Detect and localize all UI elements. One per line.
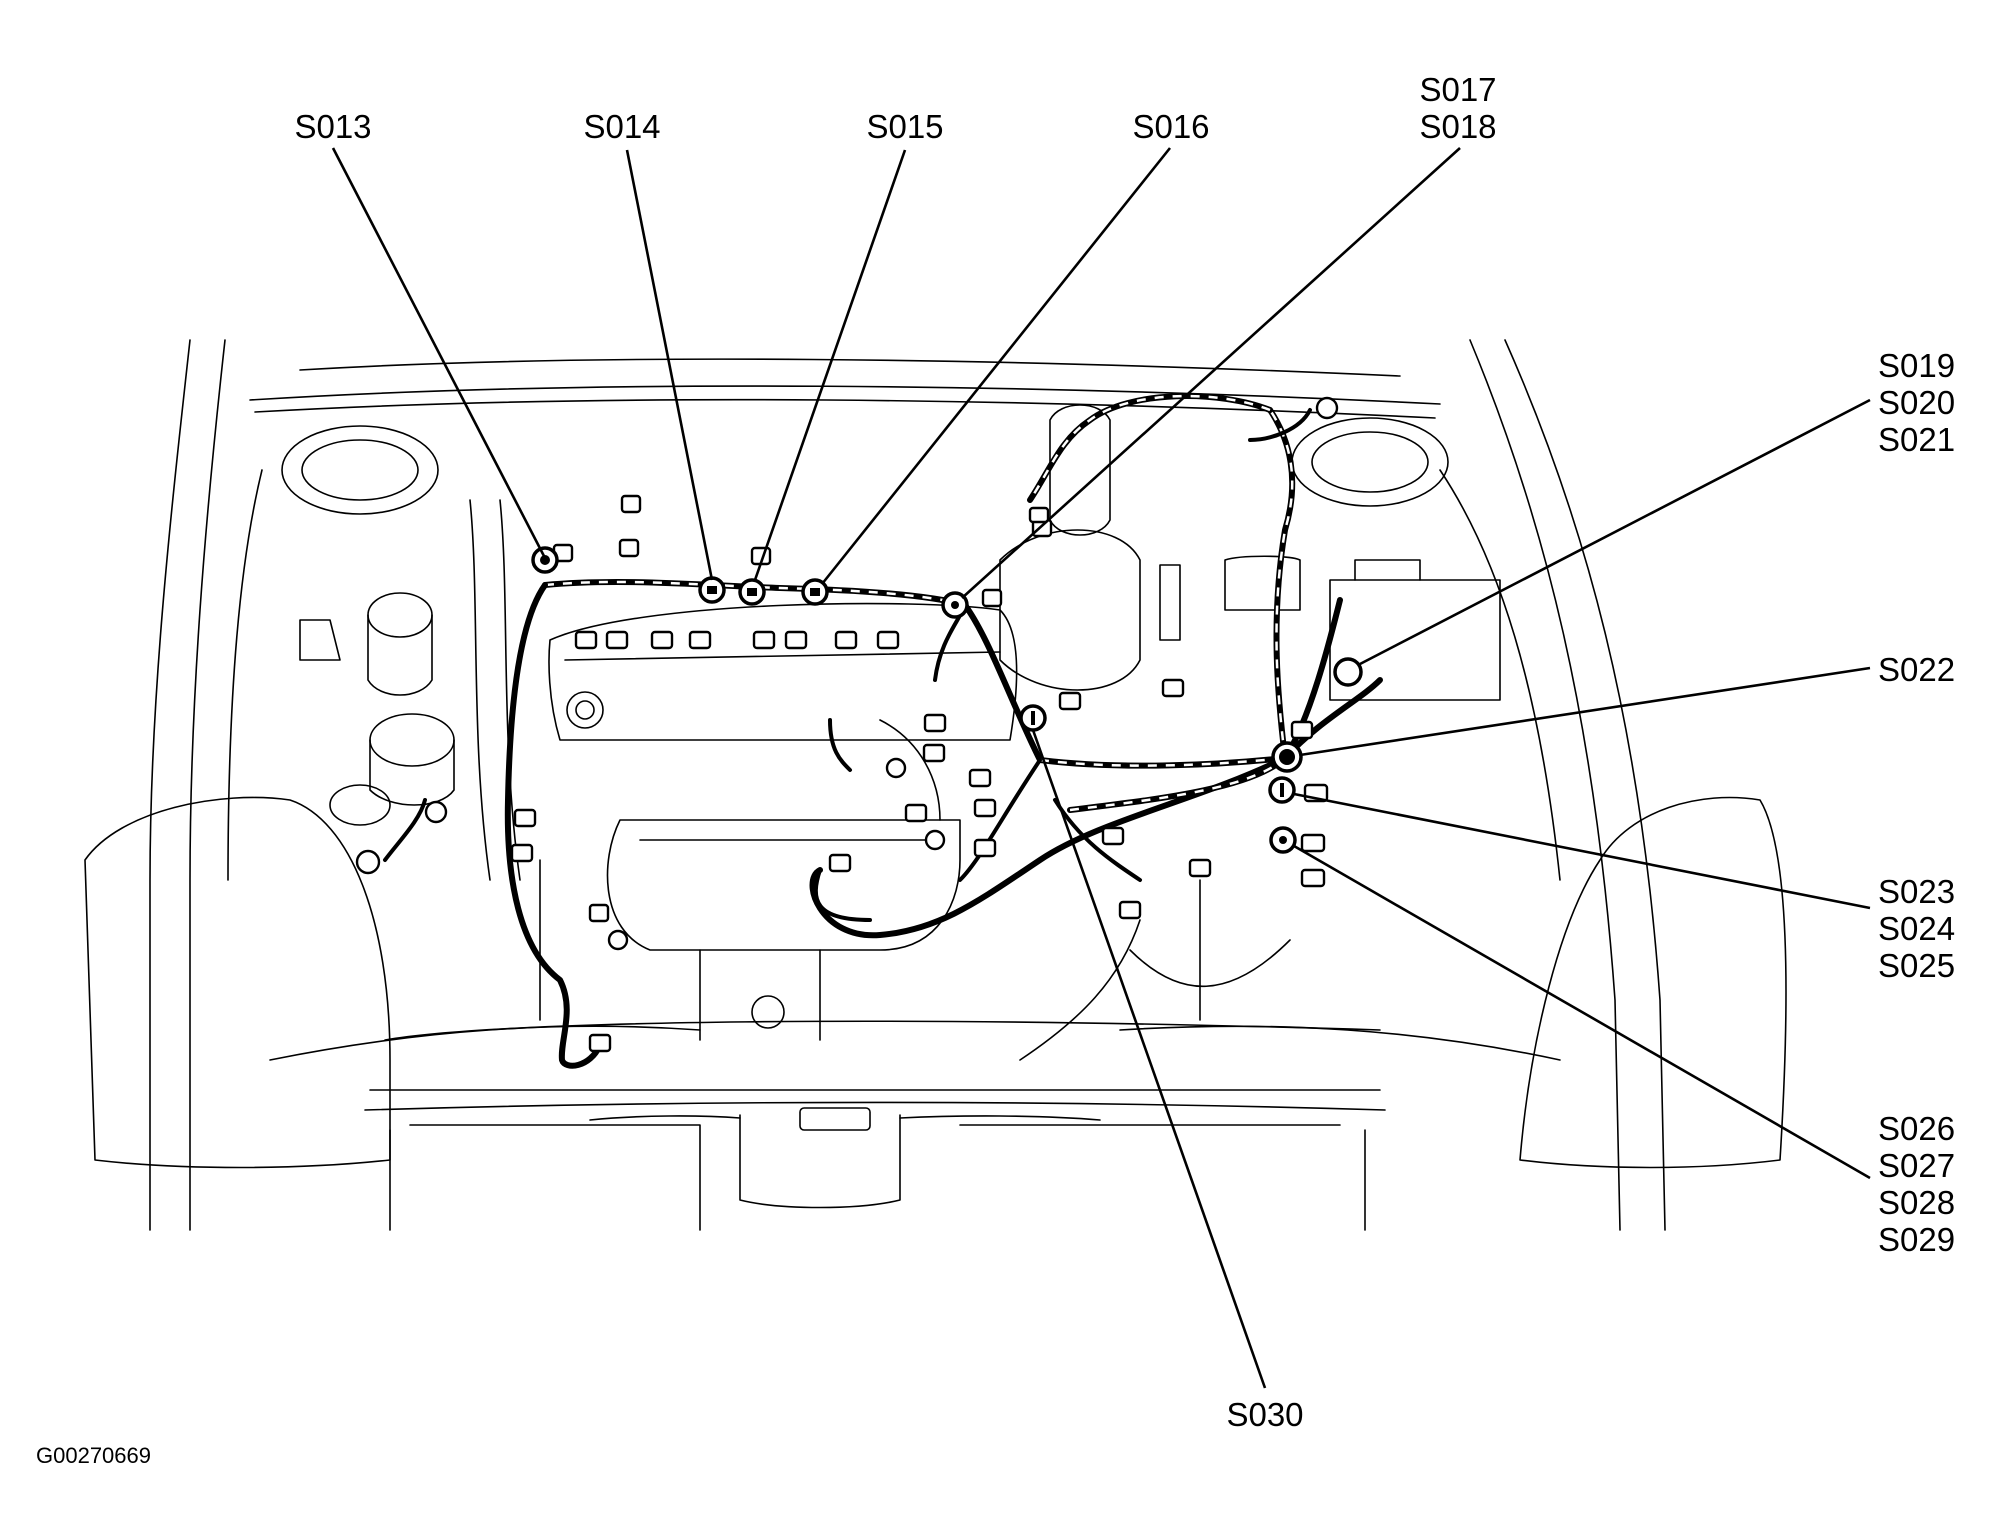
label-s014: S014 — [583, 108, 660, 145]
label-s021: S021 — [1878, 421, 1955, 458]
ground-terminal — [355, 849, 381, 875]
label-s029: S029 — [1878, 1221, 1955, 1258]
label-s013: S013 — [294, 108, 371, 145]
splice-s013 — [531, 546, 559, 574]
leader-s015 — [753, 149, 907, 581]
label-s020: S020 — [1878, 384, 1955, 421]
relay-box — [1224, 555, 1301, 611]
splice-s016 — [801, 578, 829, 606]
oil-filler-cap — [566, 691, 604, 729]
label-s026: S026 — [1878, 1110, 1955, 1147]
label-s016: S016 — [1132, 108, 1209, 145]
label-s018: S018 — [1419, 108, 1496, 145]
engine-bay-outline — [84, 339, 1787, 1231]
leader-s019 — [1359, 398, 1871, 666]
leader-s023 — [1293, 792, 1871, 910]
leader-s026 — [1293, 844, 1871, 1180]
callout-labels: S013 S014 S015 S016 S017 S018 S019 S020 … — [36, 71, 1955, 1468]
battery — [1329, 579, 1501, 701]
splice-s014 — [698, 576, 726, 604]
leader-s017 — [961, 147, 1461, 599]
throttle-body — [999, 529, 1141, 691]
splice-s030 — [1019, 704, 1047, 732]
splice-s017 — [941, 591, 969, 619]
label-s028: S028 — [1878, 1184, 1955, 1221]
label-s023: S023 — [1878, 873, 1955, 910]
label-s019: S019 — [1878, 347, 1955, 384]
label-s030: S030 — [1226, 1396, 1303, 1433]
ground-terminal — [1315, 396, 1339, 420]
leader-s013 — [331, 147, 547, 559]
label-s022: S022 — [1878, 651, 1955, 688]
engine-block — [299, 404, 1501, 1061]
wire-harness — [383, 393, 1383, 1069]
figure-id: G00270669 — [36, 1443, 151, 1468]
splice-markers — [531, 546, 1363, 854]
right-strut-tower — [1311, 431, 1429, 493]
leader-s022 — [1299, 666, 1871, 757]
leader-s016 — [820, 147, 1172, 585]
ground-terminal — [424, 800, 448, 824]
leader-s030 — [1031, 729, 1267, 1389]
leader-s014 — [625, 149, 714, 581]
label-s017: S017 — [1419, 71, 1496, 108]
splice-s015 — [738, 578, 766, 606]
leader-lines — [331, 147, 1871, 1389]
splice-s019 — [1333, 657, 1363, 687]
splice-s022 — [1271, 741, 1303, 773]
splice-s026 — [1269, 826, 1297, 854]
label-s027: S027 — [1878, 1147, 1955, 1184]
label-s015: S015 — [866, 108, 943, 145]
label-s024: S024 — [1878, 910, 1955, 947]
left-strut-tower — [301, 439, 419, 501]
splice-s023 — [1268, 776, 1296, 804]
connectors — [355, 396, 1339, 1053]
label-s025: S025 — [1878, 947, 1955, 984]
